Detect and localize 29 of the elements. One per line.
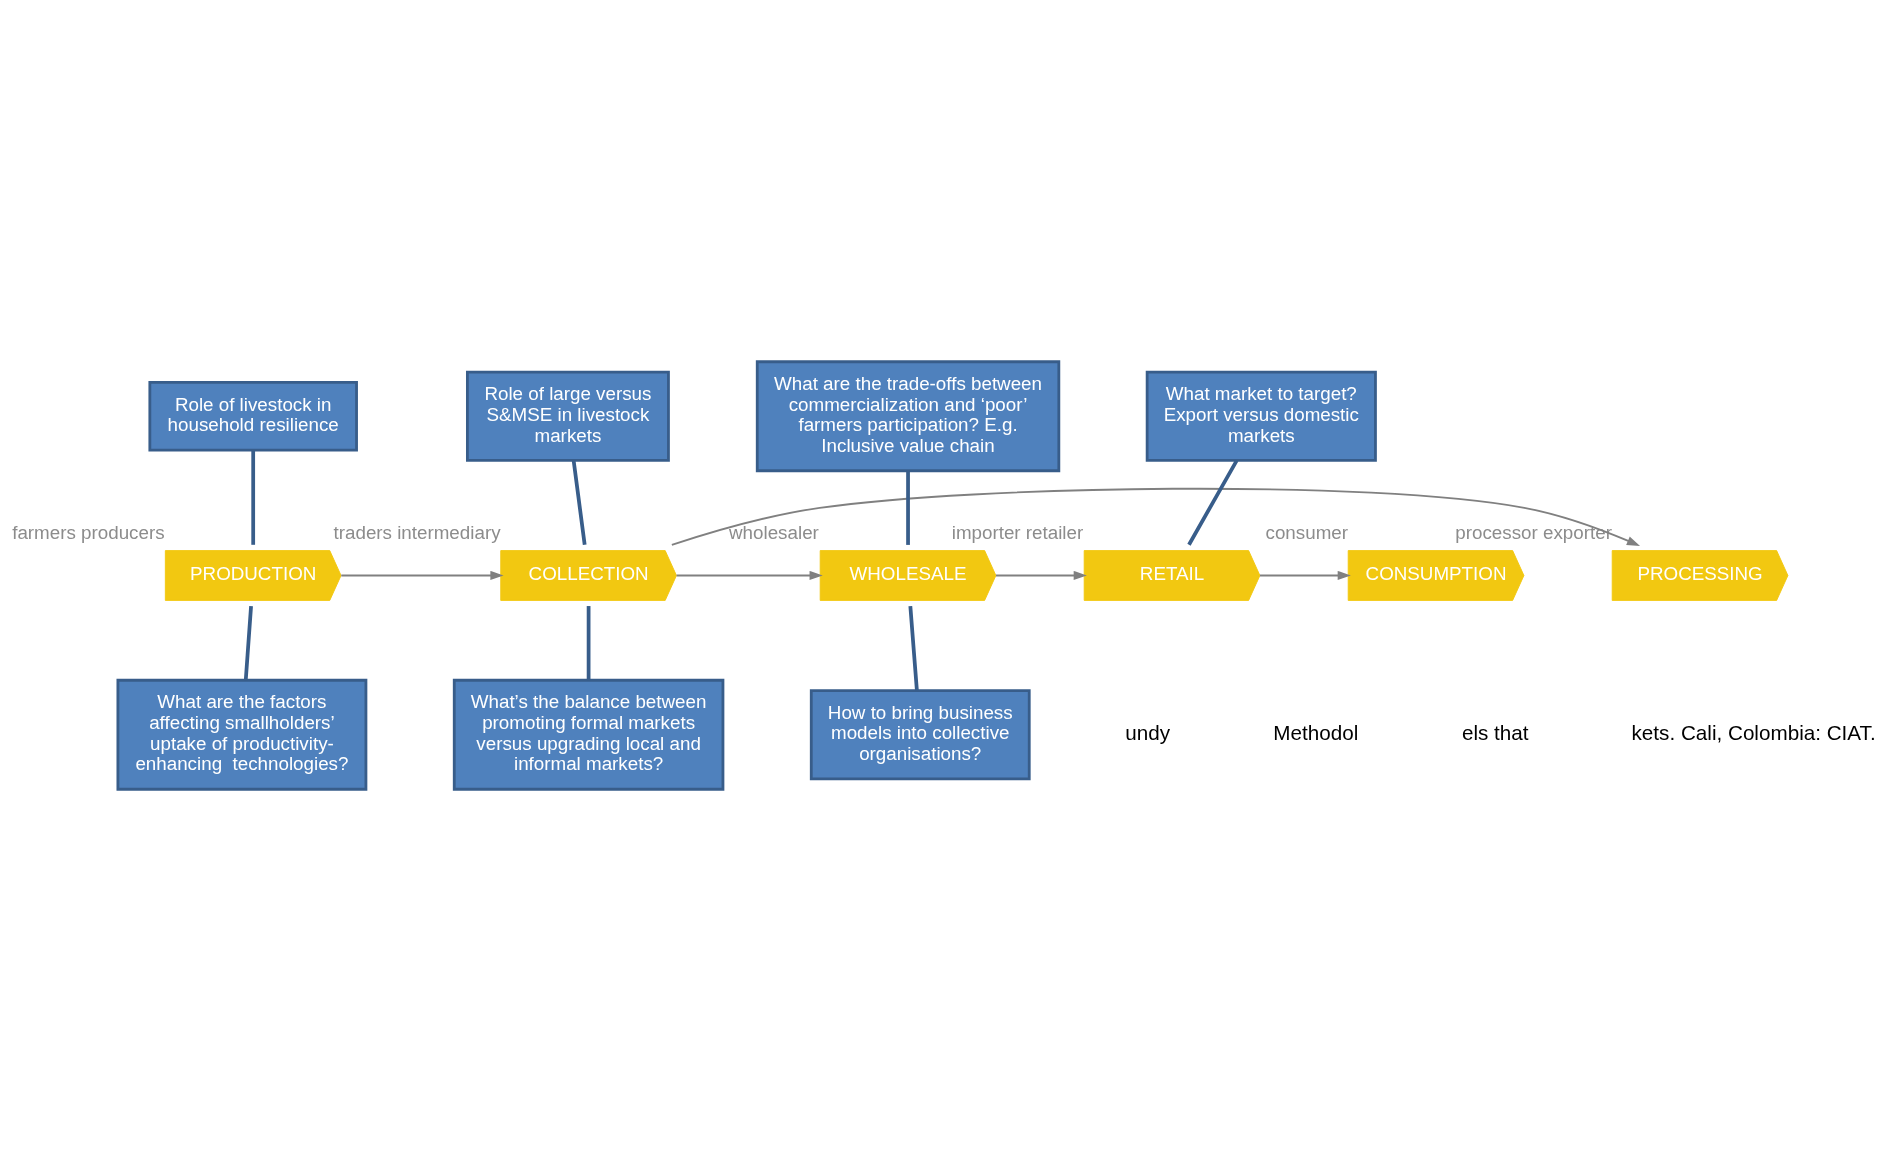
label: els that (1461, 720, 1529, 744)
connector (571, 459, 587, 545)
node-label: importer retailer (951, 521, 1084, 543)
connector (906, 470, 910, 545)
label: undy (1125, 720, 1171, 744)
arrow (340, 570, 504, 580)
label: Methodol (1273, 720, 1359, 744)
node-box: Role of livestock in household resilience (148, 380, 358, 451)
node-label: processor exporter (1455, 521, 1612, 543)
arrow (1259, 570, 1351, 580)
arrow (995, 570, 1087, 580)
node-label: wholesaler (729, 521, 819, 543)
connector (1187, 459, 1239, 546)
node-label: traders intermediary (333, 521, 501, 543)
node-label: consumer (1265, 521, 1348, 543)
arrow (675, 570, 823, 580)
node-box: What are the trade-offs between commercialization and ‘poor’ farmers participation? E.g. Inclusive value chain (755, 359, 1061, 472)
arrow (670, 487, 1641, 546)
node-box: What market to target? Export versus domestic markets (1145, 370, 1377, 462)
node-box: What are the factors affecting smallholders’ uptake of productivity-enhancing technologies? (116, 678, 368, 791)
connector (908, 605, 919, 690)
connector (243, 605, 253, 680)
connector (251, 449, 256, 545)
connector (586, 605, 591, 680)
node-box: How to bring business models into collective organisations? (809, 688, 1031, 780)
node-box: What’s the balance between promoting formal markets versus upgrading local and informal markets? (452, 678, 725, 791)
node-label: farmers producers (12, 521, 165, 543)
label: kets. Cali, Colombia: CIAT. (1631, 720, 1876, 744)
node-box: Role of large versus S&MSE in livestock markets (466, 370, 670, 462)
